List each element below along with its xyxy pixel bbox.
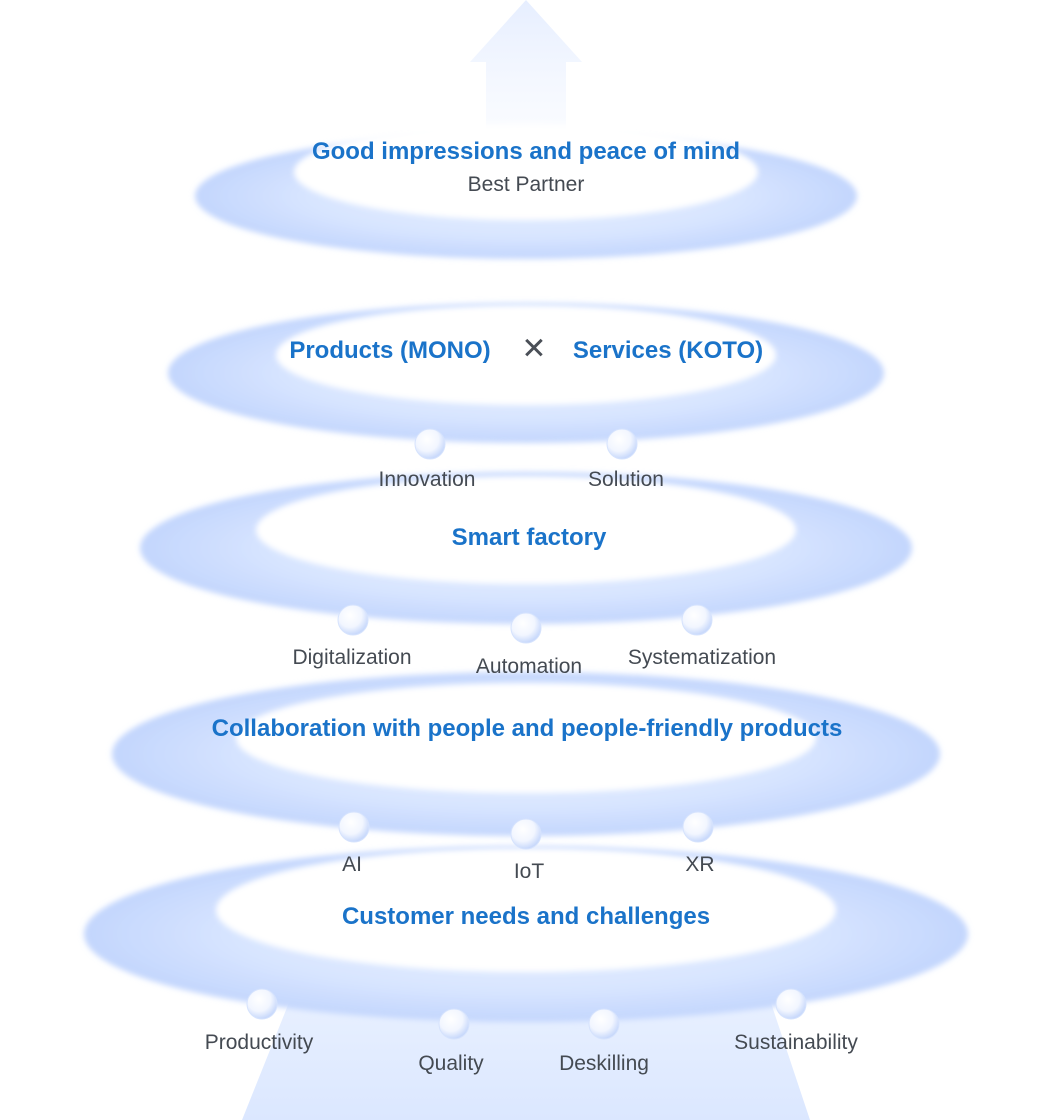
smart-factory-title: Smart factory — [451, 524, 607, 551]
node-label-quality: Quality — [418, 1052, 484, 1075]
dot-digitalization — [337, 604, 369, 636]
ring-collab — [112, 672, 940, 836]
dot-solution — [606, 428, 638, 460]
customer-needs-title: Customer needs and challenges — [341, 903, 711, 930]
ring-top — [195, 124, 857, 259]
dot-xr — [682, 811, 714, 843]
dot-sustainability — [775, 988, 807, 1020]
node-label-xr: XR — [685, 853, 715, 876]
cross-icon: ✕ — [521, 332, 547, 366]
dot-productivity — [246, 988, 278, 1020]
node-label-iot: IoT — [513, 860, 545, 883]
dot-ai — [338, 811, 370, 843]
base-trapezoid — [242, 1000, 810, 1120]
dot-systematization — [681, 604, 713, 636]
up-arrow — [470, 0, 582, 150]
node-label-systematization: Systematization — [627, 646, 777, 669]
node-label-solution: Solution — [588, 468, 664, 491]
node-label-digitalization: Digitalization — [292, 646, 412, 669]
node-label-ai: AI — [342, 853, 362, 876]
top-title: Good impressions and peace of mind — [311, 138, 741, 165]
node-dots — [246, 428, 807, 1040]
node-label-innovation: Innovation — [378, 468, 476, 491]
collaboration-title: Collaboration with people and people-fri… — [211, 715, 843, 742]
dot-iot — [510, 818, 542, 850]
ring-smart — [140, 472, 912, 624]
node-label-productivity: Productivity — [204, 1031, 314, 1054]
dot-innovation — [414, 428, 446, 460]
node-label-automation: Automation — [475, 655, 583, 678]
top-subtitle: Best Partner — [467, 173, 585, 196]
products-label: Products (MONO) — [289, 337, 491, 364]
node-label-sustainability: Sustainability — [734, 1031, 858, 1054]
dot-automation — [510, 612, 542, 644]
ring-customer — [84, 846, 968, 1022]
node-label-deskilling: Deskilling — [559, 1052, 649, 1075]
dot-deskilling — [588, 1008, 620, 1040]
ring-products — [168, 303, 884, 443]
dot-quality — [438, 1008, 470, 1040]
services-label: Services (KOTO) — [572, 337, 764, 364]
